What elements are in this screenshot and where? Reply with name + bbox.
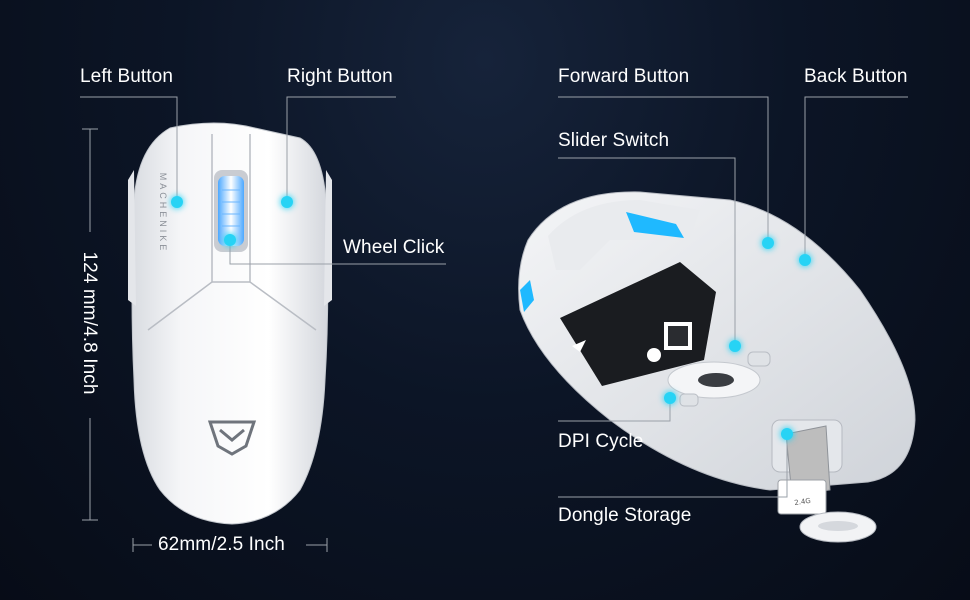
forward-button-label: Forward Button [558,66,690,87]
slider-switch-dot [729,340,741,352]
dpi-cycle-dot [664,392,676,404]
length-dimension-label: 124 mm/4.8 Inch [79,251,100,395]
brand-logo [207,420,257,456]
left-button-dot [171,196,183,208]
mouse-bottom-view: 2.4G [518,191,916,543]
dongle-storage-label: Dongle Storage [558,505,692,526]
svg-text:2.4G: 2.4G [794,497,812,507]
right-button-dot [281,196,293,208]
dongle-storage-dot [781,428,793,440]
dpi-cycle-label: DPI Cycle [558,431,644,452]
usb-dongle: 2.4G [777,425,831,515]
slider-switch-label: Slider Switch [558,130,670,151]
left-button-label: Left Button [80,66,174,87]
wheel-click-dot [224,234,236,246]
mouse-brand-text: MACHENIKE [158,172,168,254]
right-button-label: Right Button [287,66,393,87]
width-dimension-label: 62mm/2.5 Inch [158,534,285,555]
wheel-click-label: Wheel Click [343,237,445,258]
forward-button-dot [762,237,774,249]
back-button-dot [799,254,811,266]
back-button-label: Back Button [804,66,908,87]
